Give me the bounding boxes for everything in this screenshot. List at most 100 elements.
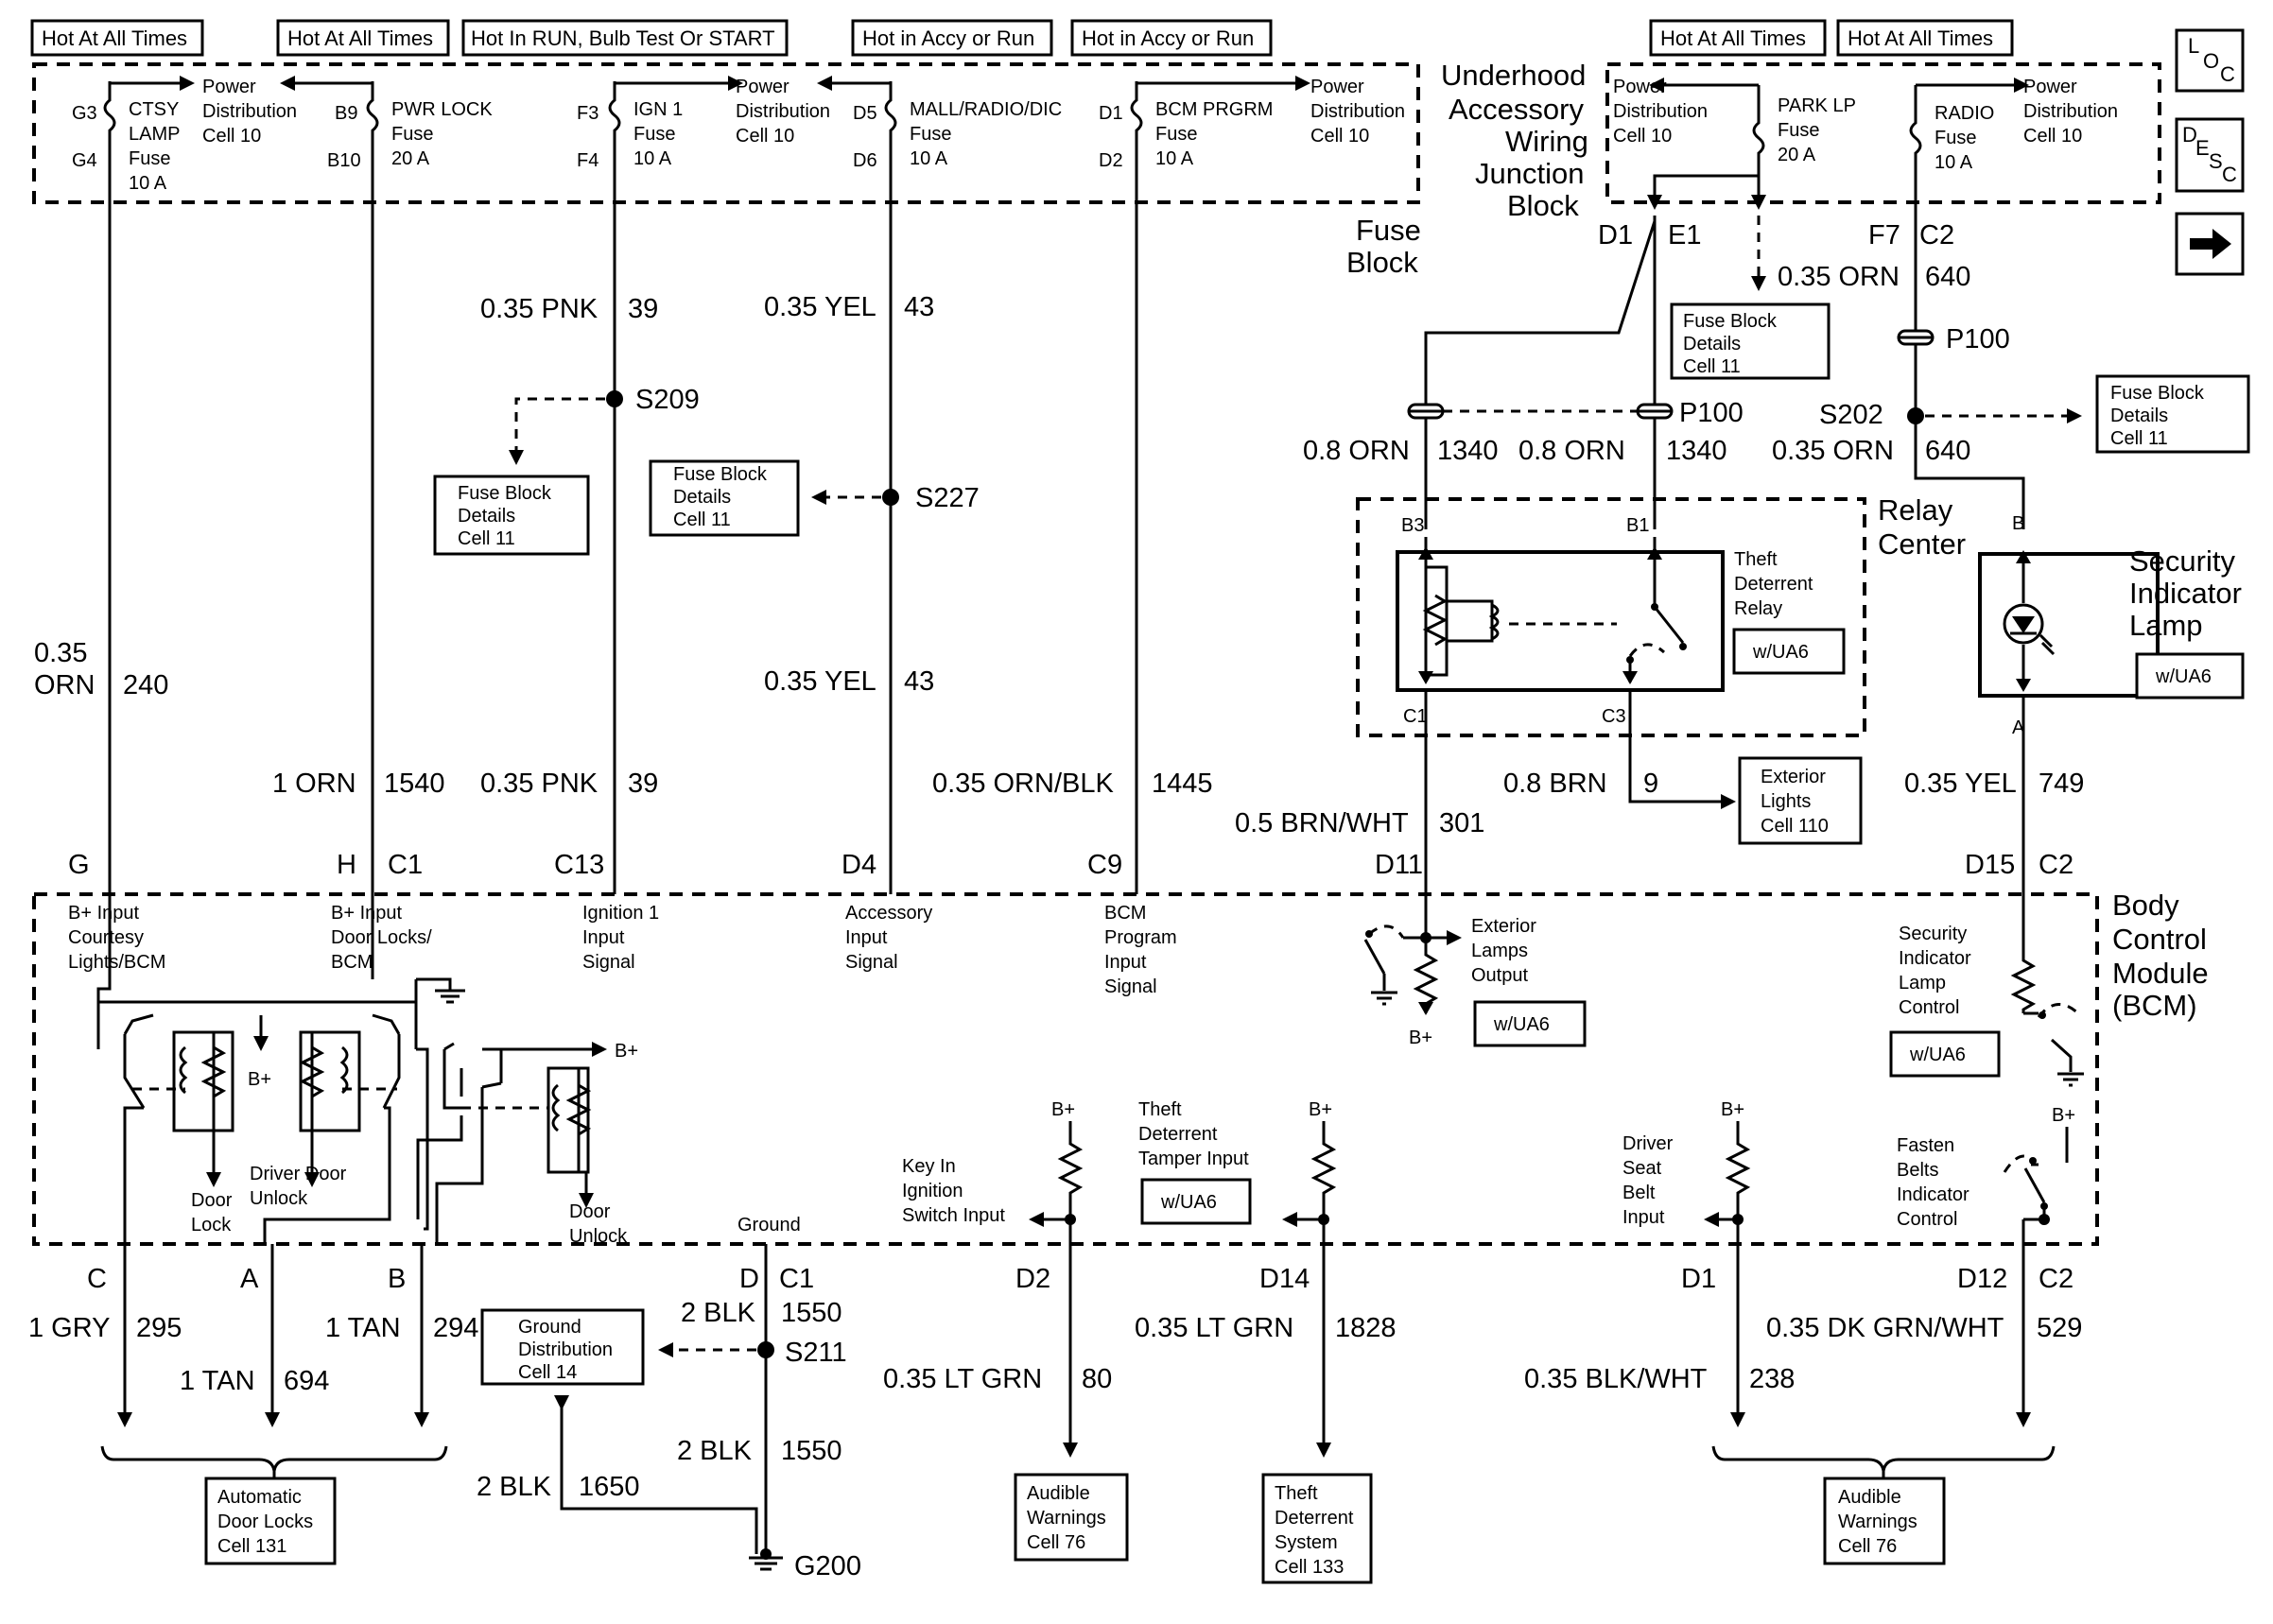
wire-1550-top-label: 2 BLK (681, 1298, 756, 1328)
svg-text:10 A: 10 A (633, 148, 672, 169)
svg-text:Belt: Belt (1622, 1183, 1656, 1203)
relay-center-label-2: Center (1878, 527, 1966, 561)
svg-text:Unlock: Unlock (250, 1188, 308, 1209)
header-label-5: Hot in Accy or Run (1082, 26, 1254, 50)
bcm-courtesy-3: Lights/BCM (68, 952, 165, 973)
svg-text:Power: Power (2023, 77, 2077, 97)
wire-301-label: 0.5 BRN/WHT (1235, 808, 1409, 838)
ground-distribution-ref: Ground Distribution Cell 14 (480, 1308, 645, 1386)
wire-9 (1628, 690, 1721, 803)
svg-text:Door Locks: Door Locks (217, 1512, 313, 1532)
svg-text:C: C (2220, 62, 2235, 86)
wire-295-label: 1 GRY (28, 1313, 111, 1343)
svg-text:Distribution: Distribution (1310, 101, 1405, 122)
splice-s209: S209 (635, 385, 700, 415)
svg-text:S: S (2209, 149, 2223, 173)
bcm-conn-d11: D11 (1375, 850, 1423, 880)
svg-text:Input: Input (1622, 1207, 1665, 1228)
svg-text:20 A: 20 A (391, 148, 430, 169)
bcm-acc-3: Signal (845, 952, 898, 973)
header-label-2: Hot At All Times (287, 26, 433, 50)
wire-39-top-num: 39 (628, 294, 658, 324)
svg-text:Fasten: Fasten (1897, 1135, 1954, 1156)
svg-text:B+: B+ (1051, 1099, 1075, 1120)
svg-text:B+: B+ (2052, 1105, 2075, 1126)
wire-43-top-label: 0.35 YEL (764, 292, 876, 322)
svg-text:CTSY: CTSY (129, 99, 179, 120)
fuse-block-label-1: Fuse (1356, 214, 1421, 247)
svg-text:Theft: Theft (1275, 1483, 1318, 1504)
bcm-ign-3: Signal (582, 952, 635, 973)
loc-button[interactable]: L O C (2175, 28, 2245, 93)
svg-text:RADIO: RADIO (1935, 103, 1994, 124)
svg-text:Details: Details (673, 487, 731, 508)
svg-text:F4: F4 (577, 150, 599, 171)
svg-text:Fuse Block: Fuse Block (458, 483, 552, 504)
relay-b3: B3 (1401, 515, 1424, 536)
svg-text:Deterrent: Deterrent (1734, 574, 1813, 595)
svg-text:10 A: 10 A (129, 173, 167, 194)
svg-text:Switch Input: Switch Input (902, 1205, 1005, 1226)
svg-text:Power: Power (1310, 77, 1364, 97)
wire-1550-bottom-num: 1550 (781, 1436, 842, 1466)
svg-text:O: O (2203, 49, 2219, 73)
svg-text:G200: G200 (794, 1551, 861, 1581)
wire-1828-num: 1828 (1335, 1313, 1397, 1343)
svg-text:Cell 131: Cell 131 (217, 1536, 286, 1557)
bcm-conn-d15: D15 (1965, 850, 2015, 880)
wire-640-e1-label: 0.35 ORN (1778, 262, 1900, 292)
svg-text:D: D (2182, 123, 2197, 147)
header-label-1: Hot At All Times (42, 26, 187, 50)
splice-s202-dot (1907, 407, 1924, 424)
svg-text:w/UA6: w/UA6 (1160, 1192, 1217, 1213)
svg-text:B+: B+ (1721, 1099, 1744, 1120)
svg-text:Fuse: Fuse (1155, 124, 1197, 145)
svg-text:Driver: Driver (1622, 1133, 1674, 1154)
svg-text:Power: Power (202, 77, 256, 97)
wire-39-top-label: 0.35 PNK (480, 294, 599, 324)
svg-text:Distribution: Distribution (2023, 101, 2118, 122)
svg-text:Unlock: Unlock (569, 1226, 628, 1247)
svg-text:Details: Details (1683, 334, 1741, 354)
header-label-3: Hot In RUN, Bulb Test Or START (471, 26, 775, 50)
svg-text:Tamper Input: Tamper Input (1138, 1149, 1249, 1169)
wire-240-label-1: 0.35 (34, 638, 87, 668)
desc-button[interactable]: D E S C (2175, 117, 2245, 193)
wire-80-label: 0.35 LT GRN (883, 1364, 1042, 1394)
bcm-conn-c9: C9 (1087, 850, 1122, 880)
conn-f7: F7 (1868, 220, 1900, 251)
header-label-7: Hot At All Times (1848, 26, 1993, 50)
svg-text:Output: Output (1471, 965, 1528, 986)
wire-1550-top-num: 1550 (781, 1298, 842, 1328)
svg-text:Security: Security (2129, 544, 2235, 578)
svg-text:Warnings: Warnings (1838, 1512, 1917, 1532)
next-page-button[interactable] (2175, 212, 2245, 276)
fuse-block-details-e1: Fuse Block Details Cell 11 (1670, 302, 1831, 380)
bcm-conn-c13: C13 (554, 850, 604, 880)
bcm-conn-d2: D2 (1015, 1264, 1050, 1294)
bcm-conn-g: G (68, 850, 90, 880)
bcm-acc-1: Accessory (845, 903, 932, 924)
wire-529-num: 529 (2037, 1313, 2082, 1343)
svg-text:Belts: Belts (1897, 1160, 1938, 1181)
svg-text:Door: Door (191, 1190, 233, 1211)
fuse-bcm-prgrm: D1 D2 BCM PRGRM Fuse 10 A Power Distribu… (1099, 76, 1405, 171)
svg-text:Cell 76: Cell 76 (1027, 1532, 1085, 1553)
svg-text:System: System (1275, 1532, 1338, 1553)
bcm-conn-d14: D14 (1259, 1264, 1310, 1294)
svg-text:Key In: Key In (902, 1156, 956, 1177)
svg-text:Cell 133: Cell 133 (1275, 1557, 1344, 1578)
wire-640 (1914, 219, 2025, 529)
svg-text:Fuse: Fuse (1935, 128, 1976, 148)
key-in-input: B+ Key In Ignition Switch Input (902, 1099, 1084, 1244)
bcm-prog-1: BCM (1104, 903, 1146, 924)
conn-e1: E1 (1668, 220, 1701, 251)
svg-text:B+: B+ (1409, 1028, 1432, 1048)
svg-text:Lamp: Lamp (1899, 973, 1946, 993)
svg-text:Fuse: Fuse (391, 124, 433, 145)
svg-text:Power: Power (1613, 77, 1667, 97)
wire-640-label: 0.35 ORN (1772, 436, 1894, 466)
svg-text:Lock: Lock (191, 1215, 232, 1235)
svg-text:Cell 14: Cell 14 (518, 1362, 577, 1383)
underhood-label-3: Wiring (1505, 125, 1588, 158)
